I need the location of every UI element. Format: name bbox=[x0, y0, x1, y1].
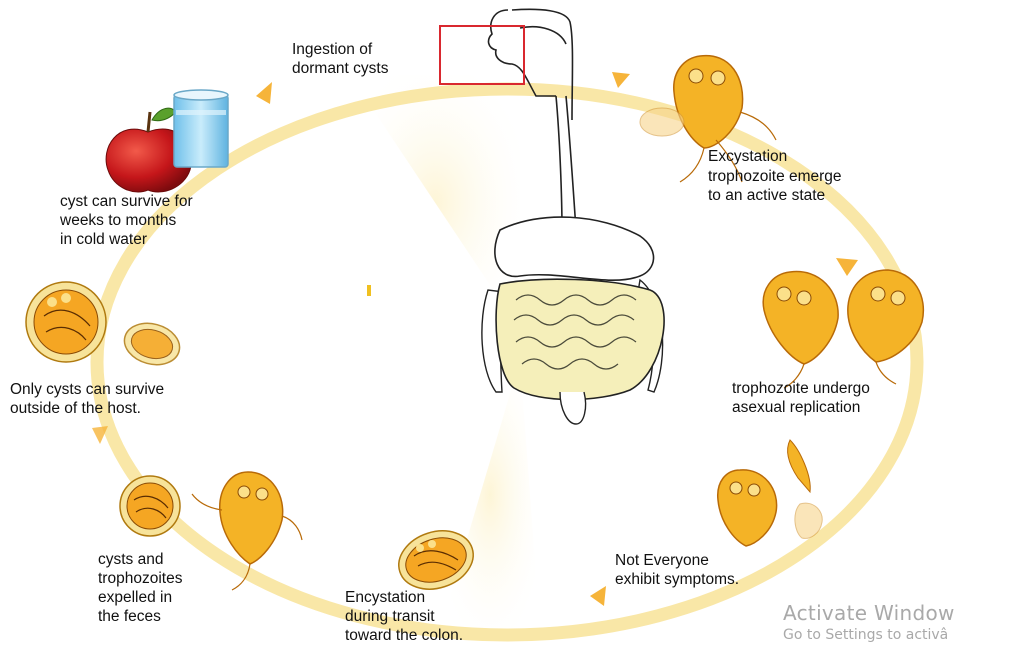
stray-mark bbox=[367, 285, 371, 296]
watermark-line-1: Activate Window bbox=[783, 601, 955, 625]
label-trophozoite-emerge: trophozoite emerge to an active state bbox=[708, 167, 842, 205]
glass-of-water-icon bbox=[174, 90, 228, 167]
label-expelled: cysts and trophozoites expelled in the f… bbox=[98, 550, 182, 626]
arrow-top-left bbox=[256, 82, 272, 104]
arrow-top-right bbox=[612, 72, 630, 88]
watermark-line-2: Go to Settings to activâ bbox=[783, 625, 955, 645]
trophozoite-symptoms-icon bbox=[718, 440, 822, 546]
arrow-right bbox=[836, 258, 858, 276]
label-ingestion: Ingestion of dormant cysts bbox=[292, 40, 388, 78]
arrow-bottom-right bbox=[590, 586, 606, 606]
label-excystation: Excystation bbox=[708, 147, 787, 166]
label-encystation: Encystation during transit toward the co… bbox=[345, 588, 463, 645]
trophozoite-replication-icon bbox=[763, 270, 923, 388]
label-survive-outside-host: Only cysts can survive outside of the ho… bbox=[10, 380, 164, 418]
label-asexual-replication: trophozoite undergo asexual replication bbox=[732, 379, 870, 417]
activate-windows-watermark: Activate Window Go to Settings to activâ bbox=[783, 601, 955, 645]
label-survive-cold-water: cyst can survive for weeks to months in … bbox=[60, 192, 193, 249]
label-symptoms: Not Everyone exhibit symptoms. bbox=[615, 551, 739, 589]
